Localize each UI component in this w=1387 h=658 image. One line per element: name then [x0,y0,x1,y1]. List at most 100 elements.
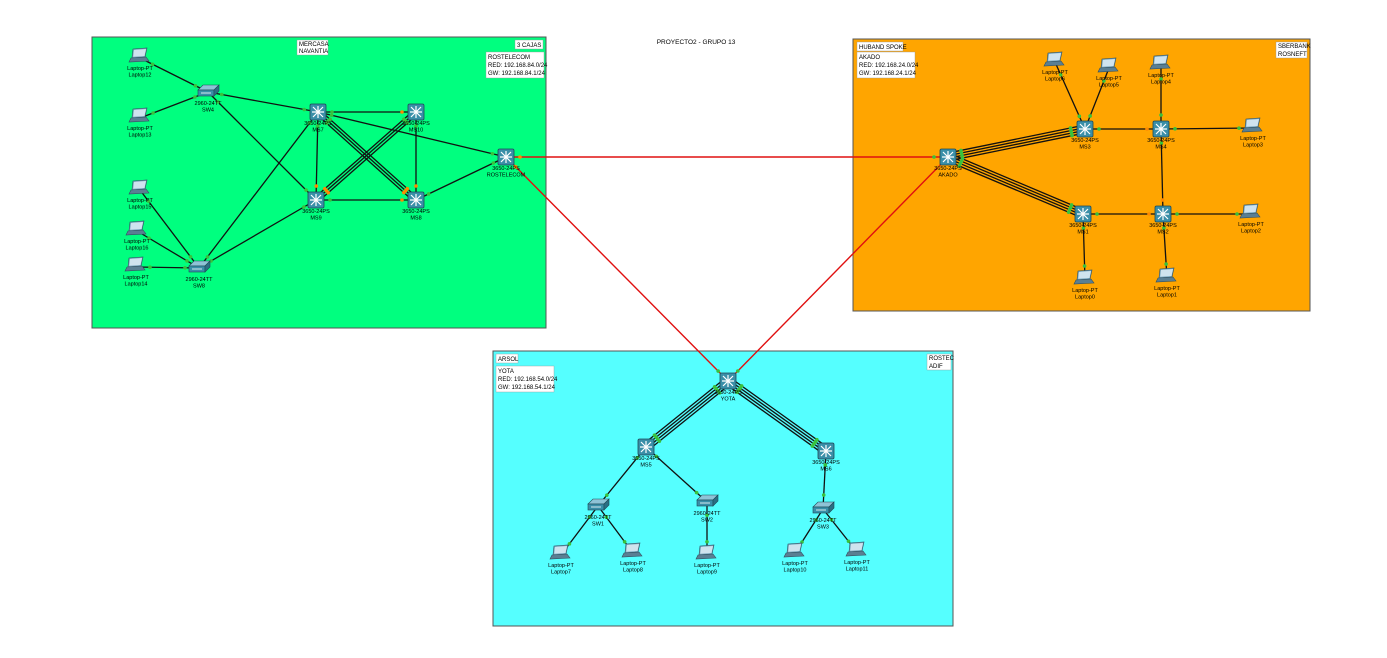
svg-text:ADIF: ADIF [929,364,943,370]
link-laptop14-sw8[interactable] [135,266,200,269]
link-ms6-sw3[interactable] [822,450,827,510]
port-indicator [1162,226,1166,230]
link-akado-ms3-4[interactable] [948,132,1086,162]
link-akado-ms1-2[interactable] [948,155,1084,214]
link-ms7-ms8-3[interactable] [315,113,415,203]
port-indicator [304,188,308,192]
port-indicator [716,369,720,373]
multilayer-switch-icon [1154,205,1172,223]
device-model-label: 3650-24PS [492,166,520,172]
svg-text:RED: 192.168.24.0/24: RED: 192.168.24.0/24 [859,63,919,69]
link-ms10-ms9-3[interactable] [313,109,415,199]
link-sw4-ms7[interactable] [207,91,319,113]
device-model-label: Laptop-PT [1240,136,1266,142]
link-laptop0-ms1[interactable] [1082,213,1086,281]
link-yota-ms5-2[interactable] [646,381,730,449]
link-ms7-rostelecom[interactable] [317,111,507,158]
port-indicator [1237,126,1241,130]
link-sw8-ms9[interactable] [198,199,317,269]
link-akado-ms3-2[interactable] [947,127,1085,157]
multilayer-switch-icon [1152,120,1170,138]
link-sw4-ms9[interactable] [207,91,317,201]
port-indicator [302,107,307,112]
port-indicator [605,493,609,497]
link-yota-ms5-3[interactable] [644,379,728,447]
multilayer-switch-icon [817,442,835,460]
link-akado-yota[interactable] [727,156,949,382]
port-indicator [932,155,936,159]
link-laptop16-sw8[interactable] [136,230,200,269]
link-yota-ms5-1[interactable] [648,383,731,451]
link-rostelecom-yota[interactable] [505,156,729,382]
link-akado-ms3-3[interactable] [948,129,1086,159]
link-laptop5-ms3[interactable] [1084,67,1110,130]
link-yota-ms5-4[interactable] [643,377,726,445]
link-yota-ms6-1[interactable] [729,377,829,449]
svg-text:NAVANTIA: NAVANTIA [299,49,328,55]
device-name-label: Laptop1 [1157,293,1177,299]
device-name-label: SW2 [701,518,713,524]
link-ms8-rostelecom[interactable] [415,156,507,201]
link-akado-ms1-1[interactable] [949,152,1085,212]
link-ms10-ms9-1[interactable] [317,113,419,203]
note-orange-right: SBERBANK ROSNEFT [1275,41,1311,59]
link-laptop13-sw4[interactable] [139,91,209,119]
link-ms10-ms9-2[interactable] [315,111,417,201]
device-model-label: 2960-24TT [585,515,613,521]
link-ms7-ms8-2[interactable] [317,111,417,201]
link-sw8-ms7[interactable] [198,111,319,269]
link-laptop15-sw8[interactable] [139,189,200,269]
link-yota-ms6-3[interactable] [726,381,826,453]
port-indicator [654,454,659,459]
link-laptop1-ms2[interactable] [1162,213,1168,279]
device-model-label: 2960-24TT [694,511,722,517]
link-akado-ms1-4[interactable] [946,159,1082,219]
port-indicator [1147,212,1151,216]
port-indicator [1159,141,1164,145]
port-indicator [324,121,329,126]
link-yota-ms6-4[interactable] [725,383,825,455]
device-name-label: MS5 [640,463,651,469]
link-yota-ms6-2[interactable] [728,379,828,451]
link-akado-ms1-3[interactable] [947,157,1083,216]
device-name-label: Laptop4 [1151,80,1171,86]
link-akado-ms3-1[interactable] [947,124,1085,154]
port-indicator [402,190,406,195]
port-indicator [587,515,592,519]
